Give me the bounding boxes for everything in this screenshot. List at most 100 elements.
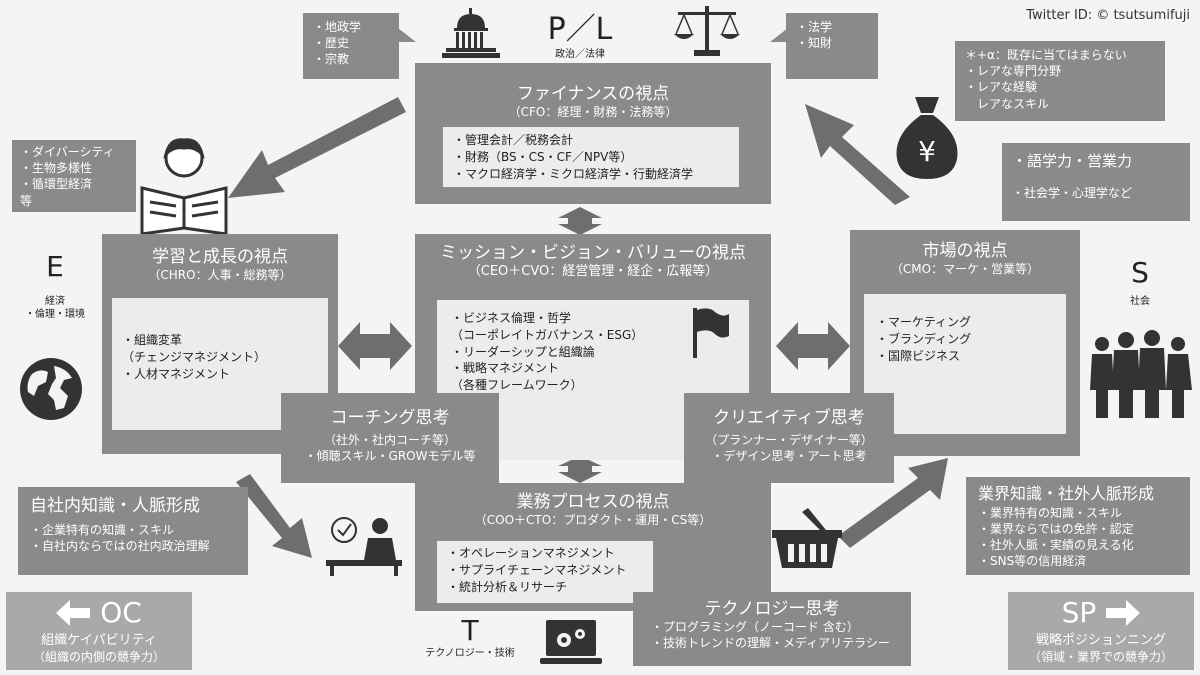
industry-item: ・社外人脈・実績の見える化 — [978, 537, 1134, 552]
learning-title: 学習と成長の視点 — [152, 247, 288, 267]
learning-item: ・人材マネジメント — [122, 366, 231, 381]
language-sub: ・社会学・心理学など — [1012, 186, 1133, 201]
svg-text:¥: ¥ — [918, 135, 936, 168]
pl-letter: P／L — [547, 12, 613, 47]
oc-nav[interactable]: OC 組織ケイパビリティ （組織の内側の競争力） — [6, 592, 192, 670]
finance-sub: （CFO：経理・財務・法務等） — [508, 105, 678, 120]
coaching-sub: （社外・社内コーチ等） — [323, 433, 456, 448]
tech-box: テクノロジー思考 ・プログラミング（ノーコード 含む） ・技術トレンドの理解・メ… — [633, 592, 911, 666]
tech-item: ・技術トレンドの理解・メディアリテラシー — [651, 635, 890, 650]
creative-item: ・デザイン思考・アート思考 — [711, 448, 867, 463]
diversity-item: ・ダイバーシティ — [20, 145, 115, 159]
e-label: E 経済 ・倫理・環境 — [10, 250, 100, 321]
diversity-callout: ・ダイバーシティ ・生物多様性 ・循環型経済 等 — [12, 140, 136, 212]
coaching-item: ・傾聴スキル・GROWモデル等 — [304, 448, 476, 463]
alpha-item: ・レアな経験 — [965, 80, 1038, 95]
market-sub: （CMO：マーケ・営業等） — [890, 262, 1040, 277]
arrow-mission-business — [558, 456, 602, 483]
diversity-item: 等 — [20, 193, 33, 208]
s-label: S 社会 — [1110, 256, 1170, 308]
arrow-left-icon — [56, 599, 91, 626]
sp-nav[interactable]: SP 戦略ポジションニング （領域・業界での競争力） — [1008, 592, 1194, 670]
mission-title: ミッション・ビジョン・バリューの視点 — [440, 243, 746, 263]
arrow-basket-to-industry — [838, 458, 948, 548]
creative-title: クリエイティブ思考 — [713, 408, 865, 428]
business-title: 業務プロセスの視点 — [516, 492, 670, 512]
politics-item: ・地政学 — [313, 20, 362, 34]
industry-item: ・業界ならではの免許・認定 — [978, 521, 1134, 536]
finance-item: ・マクロ経済学・ミクロ経済学・行動経済学 — [453, 166, 694, 181]
flag-icon — [693, 308, 729, 358]
business-sub: （COO＋CTO：プロダクト・運用・CS等） — [474, 513, 712, 528]
pl-label: P／L 政治／法律 — [540, 4, 620, 61]
tech-title: テクノロジー思考 — [704, 599, 840, 619]
language-callout: ・語学力・営業力 ・社会学・心理学など — [1002, 143, 1190, 221]
e-caption-1: 経済 — [45, 296, 65, 307]
market-list: ・マーケティング ・ブランディング ・国際ビジネス — [864, 294, 1066, 434]
alpha-item: ・レアな専門分野 — [965, 64, 1062, 79]
politics-item: ・宗教 — [313, 52, 350, 67]
business-box: 業務プロセスの視点 （COO＋CTO：プロダクト・運用・CS等） ・オペレーショ… — [415, 483, 771, 611]
diversity-item: ・循環型経済 — [20, 177, 93, 192]
mission-item: （各種フレームワーク） — [451, 378, 583, 393]
mission-item: （コーポレイトガバナンス・ESG） — [451, 327, 644, 342]
industry-title: 業界知識・社外人脈形成 — [978, 484, 1155, 503]
alpha-callout-tail — [958, 98, 976, 114]
arrow-finance-mission — [558, 207, 602, 235]
internal-callout: 自社内知識・人脈形成 ・企業特有の知識・スキル ・自社内ならではの社内政治理解 — [18, 487, 248, 575]
learning-item: （チェンジマネジメント） — [122, 349, 267, 364]
t-label: T テクノロジー・技術 — [418, 614, 522, 660]
globe-icon — [20, 358, 82, 420]
crowd-icon — [1090, 330, 1192, 418]
t-caption: テクノロジー・技術 — [425, 648, 515, 659]
market-item: ・マーケティング — [876, 315, 972, 329]
law-callout-tail — [770, 28, 788, 42]
learning-item: ・組織変革 — [122, 333, 183, 347]
capitol-icon — [442, 8, 500, 58]
finance-title: ファイナンスの視点 — [516, 84, 670, 104]
e-caption-2: ・倫理・環境 — [25, 309, 85, 320]
coaching-title: コーチング思考 — [330, 408, 450, 428]
money-bag-icon: ¥ — [896, 97, 958, 179]
scales-icon — [674, 6, 740, 56]
diversity-item: ・生物多様性 — [20, 161, 93, 176]
creative-sub: （プランナー・デザイナー等） — [705, 433, 873, 448]
internal-title: 自社内知識・人脈形成 — [30, 496, 200, 516]
arrow-politics-to-learning — [228, 97, 406, 198]
sp-code: SP — [1061, 596, 1097, 629]
sp-sub: （領域・業界での競争力） — [1028, 650, 1173, 664]
market-title: 市場の視点 — [922, 241, 1008, 261]
internal-item: ・自社内ならではの社内政治理解 — [30, 539, 210, 554]
alpha-item: ・レアなスキル — [965, 96, 1050, 111]
finance-box: ファイナンスの視点 （CFO：経理・財務・法務等） ・管理会計／税務会計 ・財務… — [415, 63, 771, 204]
basket-icon — [772, 508, 842, 568]
finance-list: ・管理会計／税務会計 ・財務（BS・CS・CF／NPV等） ・マクロ経済学・ミク… — [443, 127, 739, 187]
industry-callout: 業界知識・社外人脈形成 ・業界特有の知識・スキル ・業界ならではの免許・認定 ・… — [966, 477, 1190, 575]
politics-callout-tail — [398, 28, 416, 42]
s-letter: S — [1131, 256, 1149, 289]
politics-callout: ・地政学 ・歴史 ・宗教 — [303, 13, 399, 79]
mission-item: ・戦略マネジメント — [451, 361, 560, 376]
internal-item: ・企業特有の知識・スキル — [30, 522, 175, 537]
reader-icon — [140, 138, 228, 236]
finance-item: ・管理会計／税務会計 — [453, 133, 574, 147]
arrow-mission-market — [776, 322, 850, 370]
pl-caption: 政治／法律 — [555, 49, 605, 60]
mission-item: ・リーダーシップと組織論 — [451, 344, 595, 359]
oc-label: 組織ケイパビリティ — [41, 633, 157, 648]
learning-sub: （CHRO：人事・総務等） — [148, 268, 292, 283]
worker-icon — [326, 517, 402, 576]
business-item: ・サプライチェーンマネジメント — [447, 562, 627, 577]
oc-sub: （組織の内側の競争力） — [32, 650, 165, 664]
language-title: ・語学力・営業力 — [1012, 152, 1133, 170]
business-list: ・オペレーションマネジメント ・サプライチェーンマネジメント ・統計分析＆リサー… — [437, 541, 653, 603]
arrow-learning-mission — [338, 322, 412, 370]
alpha-item: ＊+α：既存に当てはまらない — [965, 48, 1127, 62]
alpha-callout: ＊+α：既存に当てはまらない ・レアな専門分野 ・レアな経験 ・レアなスキル — [955, 41, 1165, 121]
arrow-right-icon — [1106, 599, 1141, 626]
law-callout: ・法学 ・知財 — [786, 13, 878, 79]
twitter-id: Twitter ID: © tsutsumifuji — [1026, 8, 1190, 23]
politics-item: ・歴史 — [313, 36, 350, 51]
law-item: ・法学 — [796, 20, 833, 34]
